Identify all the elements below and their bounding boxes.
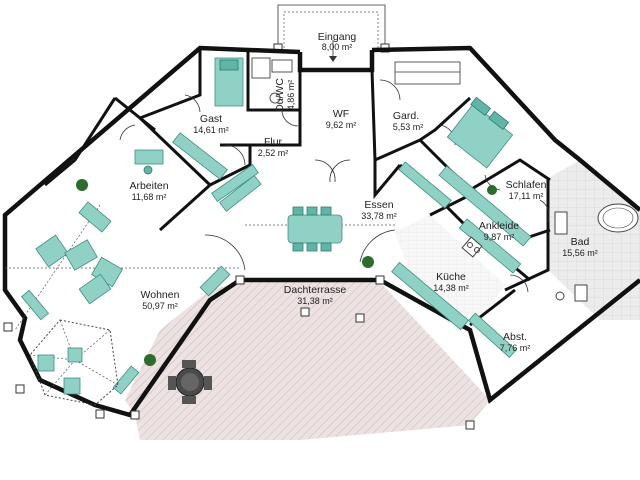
room-label-abst: Abst. bbox=[503, 331, 527, 343]
guest-bed bbox=[214, 57, 244, 107]
office-shelf bbox=[211, 164, 259, 202]
room-area-kueche: 14,38 m² bbox=[433, 283, 469, 293]
room-label-gast: Gast bbox=[200, 113, 222, 125]
closet-unit bbox=[398, 161, 452, 209]
room-area-schlafen: 17,11 m² bbox=[509, 191, 544, 201]
living-tv-unit bbox=[199, 265, 231, 297]
room-label-wf: WF bbox=[333, 108, 349, 120]
room-area-essen: 33,78 m² bbox=[361, 211, 397, 221]
kitchen-counter bbox=[391, 261, 469, 331]
room-area-gast: 14,61 m² bbox=[193, 125, 229, 135]
room-area-eingang: 8,00 m² bbox=[322, 42, 353, 52]
room-label-terrasse: Dachterrasse bbox=[284, 284, 347, 296]
shower-wc-fixtures bbox=[251, 57, 293, 104]
storage-shelf bbox=[468, 312, 517, 359]
guest-wardrobe bbox=[172, 132, 228, 180]
room-area-flur: 2,52 m² bbox=[258, 148, 289, 158]
room-label-eingang: Eingang bbox=[318, 31, 357, 43]
room-area-ankleide: 9,87 m² bbox=[484, 232, 515, 242]
patio-table bbox=[168, 360, 212, 404]
room-label-gard: Gard. bbox=[393, 110, 419, 122]
terrace-posts bbox=[3, 275, 475, 430]
plant-icon bbox=[76, 179, 497, 366]
room-label-schlafen: Schlafen bbox=[506, 179, 547, 191]
dining-table bbox=[287, 206, 343, 252]
room-area-gard: 5,53 m² bbox=[393, 122, 424, 132]
closet-unit bbox=[438, 165, 532, 247]
room-label-essen: Essen bbox=[364, 199, 393, 211]
room-label-arbeiten: Arbeiten bbox=[129, 180, 168, 192]
door-swings bbox=[119, 79, 550, 293]
room-labels: Eingang 8,00 m² Du/WC 4,86 m² Gast 14,61… bbox=[129, 31, 597, 353]
room-label-ankleide: Ankleide bbox=[479, 220, 519, 232]
bath-tile-floor bbox=[548, 160, 640, 320]
room-label-kueche: Küche bbox=[436, 271, 466, 283]
room-label-bad: Bad bbox=[571, 236, 590, 248]
room-area-abst: 7,76 m² bbox=[500, 343, 531, 353]
bath-fixtures bbox=[554, 203, 639, 302]
living-sideboard bbox=[20, 289, 50, 321]
bedroom-bed bbox=[446, 96, 514, 169]
room-label-duwc: Du/WC bbox=[274, 78, 286, 112]
kitchen-appliances bbox=[461, 236, 483, 258]
dashed-boundaries bbox=[5, 204, 395, 331]
room-area-duwc: 4,86 m² bbox=[286, 80, 296, 111]
dining-sideboard bbox=[219, 174, 262, 212]
kitchen-tile-floor bbox=[395, 215, 505, 332]
terrace-area bbox=[125, 282, 490, 440]
living-cabinet bbox=[112, 365, 140, 395]
room-area-terrasse: 31,38 m² bbox=[297, 296, 333, 306]
room-area-wohnen: 50,97 m² bbox=[142, 301, 178, 311]
living-sofa-group bbox=[35, 201, 123, 305]
bay-window-seating bbox=[29, 319, 119, 406]
room-label-flur: Flur bbox=[264, 136, 283, 148]
office-desk bbox=[134, 149, 164, 175]
room-label-wohnen: Wohnen bbox=[141, 289, 180, 301]
wardrobe-gard bbox=[394, 61, 461, 85]
kitchen-counter bbox=[458, 218, 522, 274]
room-area-bad: 15,56 m² bbox=[562, 248, 598, 258]
room-area-arbeiten: 11,68 m² bbox=[132, 192, 167, 202]
room-area-wf: 9,62 m² bbox=[326, 120, 357, 130]
